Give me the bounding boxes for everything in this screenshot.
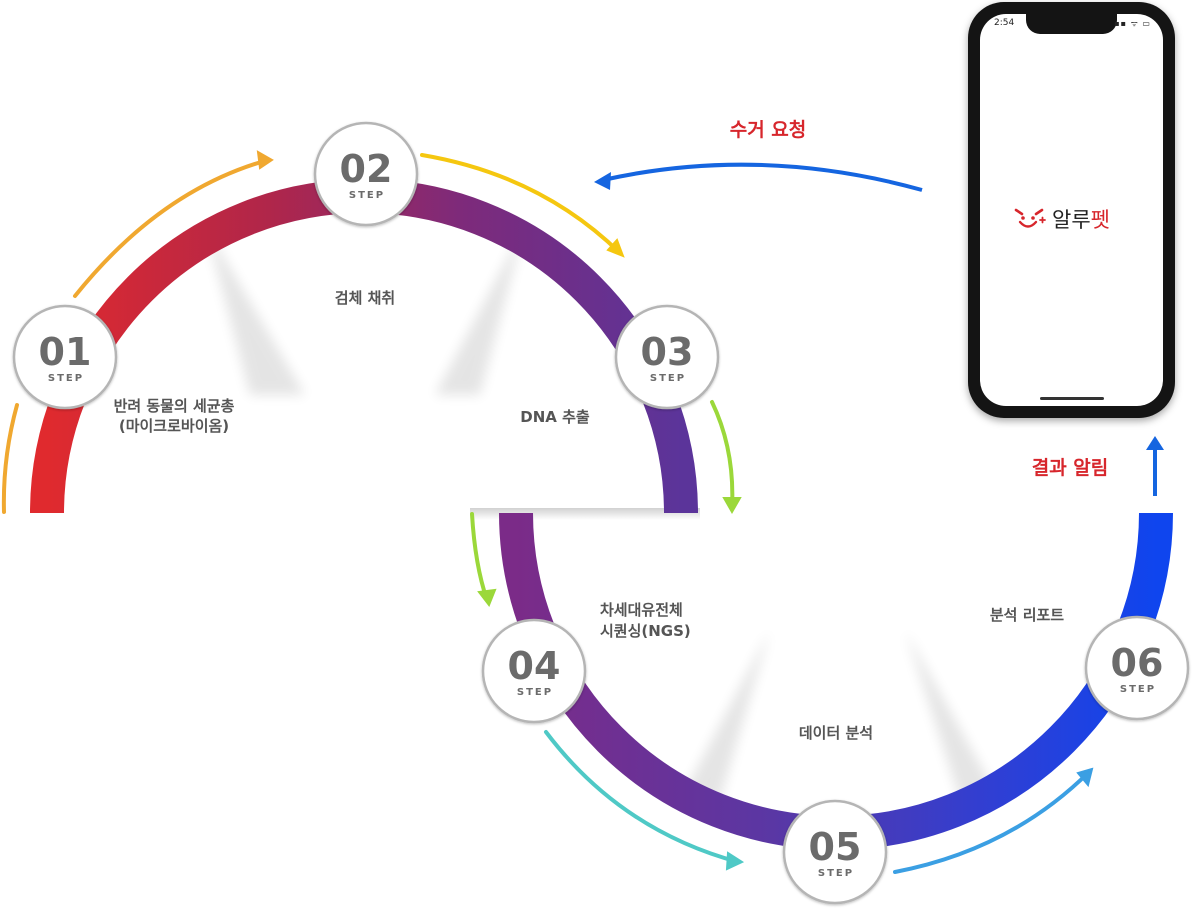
status-time: 2:54 [994, 18, 1015, 28]
bottom-ring-band [499, 512, 1173, 850]
step6-caption: 분석 리포트 [990, 606, 1064, 624]
step4-caption-line1: 차세대유전체 [600, 601, 683, 619]
app-logo: 알루펫 [1012, 204, 1110, 234]
step-label: STEP [517, 687, 553, 698]
dog-face-icon [1014, 208, 1046, 228]
step1-caption-line1: 반려 동물의 세균총 [114, 397, 235, 415]
step-circle-04: 04 STEP [481, 618, 587, 724]
top-ring-band [30, 179, 698, 514]
phone-mockup: 2:54 ▪▪ ᯤ ▭ 알루펫 [968, 2, 1175, 418]
result-arrow [1146, 436, 1164, 496]
step-number: 02 [340, 147, 393, 191]
phone-screen: 2:54 ▪▪ ᯤ ▭ 알루펫 [980, 14, 1163, 406]
step4-caption-line2: 시퀀싱(NGS) [600, 622, 691, 640]
result-callout: 결과 알림 [1032, 457, 1109, 479]
step-circle-03: 03 STEP [614, 304, 720, 410]
step-number: 04 [508, 644, 561, 688]
step-label: STEP [650, 373, 686, 384]
step-circle-01: 01 STEP [12, 304, 118, 410]
step5-caption: 데이터 분석 [799, 724, 873, 742]
home-indicator [1040, 397, 1104, 400]
step-label: STEP [48, 373, 84, 384]
request-arrow [594, 162, 923, 192]
status-icons: ▪▪ ᯤ ▭ [1114, 19, 1151, 28]
step-circle-06: 06 STEP [1084, 615, 1190, 721]
step-label: STEP [349, 190, 385, 201]
step1-caption-line2: (마이크로바이옴) [119, 417, 229, 435]
step-label: STEP [818, 868, 854, 879]
step-number: 01 [39, 330, 92, 374]
step3-caption: DNA 추출 [520, 408, 590, 426]
step-number: 05 [809, 825, 862, 869]
progress-arrows [1, 150, 1094, 874]
step-circle-05: 05 STEP [782, 799, 888, 905]
request-callout: 수거 요청 [730, 119, 807, 141]
step-number: 06 [1111, 641, 1164, 685]
step2-caption: 검체 채취 [335, 289, 395, 307]
phone-notch [1026, 14, 1117, 34]
step-number: 03 [641, 330, 694, 374]
app-name: 알루펫 [1052, 208, 1110, 232]
step-circle-02: 02 STEP [313, 121, 419, 227]
step-label: STEP [1120, 684, 1156, 695]
